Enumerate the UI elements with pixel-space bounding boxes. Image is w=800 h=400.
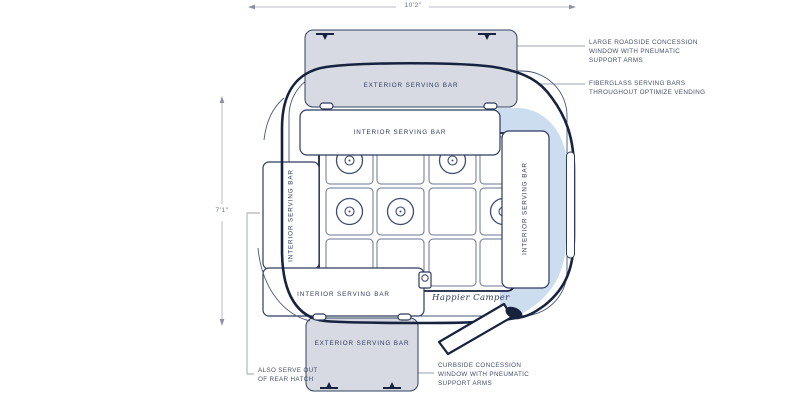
curbside-window-annotation: CURBSIDE CONCESSION WINDOW WITH PNEUMATI… bbox=[438, 362, 530, 387]
front-interior-bar-label: INTERIOR SERVING BAR bbox=[521, 162, 529, 255]
roadside-window-annotation: LARGE ROADSIDE CONCESSION WINDOW WITH PN… bbox=[589, 39, 698, 64]
counter-grid bbox=[318, 132, 528, 292]
rear-seam-line bbox=[263, 97, 285, 141]
width-dimension-label: 10'2" bbox=[404, 2, 422, 9]
height-dimension-line bbox=[219, 96, 225, 326]
door-hinge bbox=[505, 306, 523, 320]
front-interior-serving-bar bbox=[501, 130, 550, 289]
height-dimension-label: 7'1" bbox=[215, 207, 229, 214]
rear-interior-bar-label: INTERIOR SERVING BAR bbox=[287, 169, 295, 262]
burner-icon bbox=[386, 197, 415, 226]
curbside-concession-window-panel bbox=[305, 317, 419, 392]
support-arm-icon bbox=[383, 382, 401, 389]
fiberglass-bars-annotation: FIBERGLASS SERVING BARS THROUGHOUT OPTIM… bbox=[589, 80, 706, 96]
roadside-interior-serving-bar bbox=[299, 109, 501, 156]
trailer-body-outline bbox=[280, 61, 576, 325]
roadside-interior-bar-label: INTERIOR SERVING BAR bbox=[353, 129, 447, 136]
happier-camper-logo: Happier Camper bbox=[432, 293, 510, 303]
entry-door-open bbox=[437, 302, 523, 356]
rear-hatch-curve bbox=[257, 247, 311, 322]
roadside-exterior-bar-label: EXTERIOR SERVING BAR bbox=[363, 82, 459, 89]
roadside-concession-window-panel bbox=[304, 29, 518, 108]
curbside-exterior-bar-label: EXTERIOR SERVING BAR bbox=[314, 340, 410, 347]
width-dimension-line bbox=[248, 4, 576, 10]
burner-icon bbox=[335, 197, 364, 226]
front-window-trim bbox=[566, 151, 575, 259]
support-arm-icon bbox=[316, 33, 334, 40]
window-latch-tabs bbox=[312, 102, 498, 321]
support-arm-icon bbox=[478, 33, 496, 40]
rear-hatch-annotation: ALSO SERVE OUT OF REAR HATCH bbox=[258, 367, 318, 383]
curbside-interior-bar-label: INTERIOR SERVING BAR bbox=[297, 291, 390, 298]
curbside-interior-serving-bar bbox=[262, 267, 425, 317]
support-arm-icon bbox=[320, 382, 338, 389]
